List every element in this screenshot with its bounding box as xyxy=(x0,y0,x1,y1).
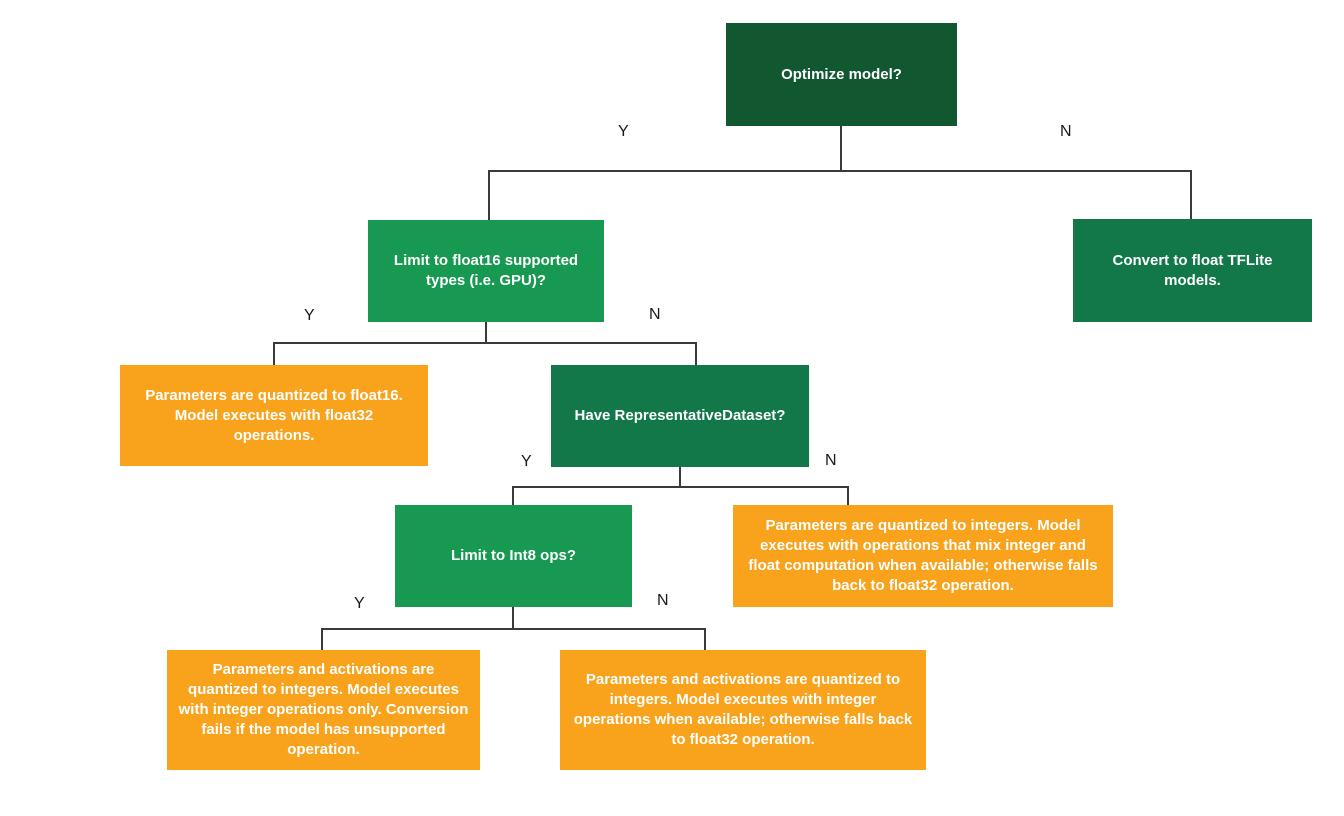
connector-line xyxy=(273,342,275,365)
branch-label-y: Y xyxy=(521,453,532,470)
node-quantized-float16-result: Parameters are quantized to float16. Mod… xyxy=(120,365,428,466)
branch-label-n: N xyxy=(649,306,661,323)
connector-line xyxy=(840,126,842,172)
node-have-representative-dataset: Have RepresentativeDataset? xyxy=(551,365,809,467)
branch-label-n: N xyxy=(1060,123,1072,140)
connector-line xyxy=(488,170,490,220)
connector-line xyxy=(485,322,487,344)
connector-line xyxy=(512,486,514,505)
node-limit-int8-ops: Limit to Int8 ops? xyxy=(395,505,632,607)
branch-label-n: N xyxy=(657,592,669,609)
branch-label-n: N xyxy=(825,452,837,469)
connector-line xyxy=(695,342,697,365)
connector-line xyxy=(679,467,681,488)
connector-line xyxy=(1190,170,1192,219)
connector-line xyxy=(489,170,1192,172)
node-convert-float-tflite: Convert to float TFLite models. xyxy=(1073,219,1312,322)
branch-label-y: Y xyxy=(304,307,315,324)
branch-label-y: Y xyxy=(354,595,365,612)
node-mixed-int-float-result: Parameters are quantized to integers. Mo… xyxy=(733,505,1113,607)
connector-line xyxy=(847,486,849,505)
connector-line xyxy=(513,486,848,488)
branch-label-y: Y xyxy=(618,123,629,140)
connector-line xyxy=(322,628,705,630)
node-int-fallback-result: Parameters and activations are quantized… xyxy=(560,650,926,770)
node-int-only-result: Parameters and activations are quantized… xyxy=(167,650,480,770)
node-optimize-model: Optimize model? xyxy=(726,23,957,126)
connector-line xyxy=(512,607,514,630)
connector-line xyxy=(321,628,323,650)
connector-line xyxy=(704,628,706,650)
connector-line xyxy=(274,342,696,344)
node-limit-float16: Limit to float16 supported types (i.e. G… xyxy=(368,220,604,322)
